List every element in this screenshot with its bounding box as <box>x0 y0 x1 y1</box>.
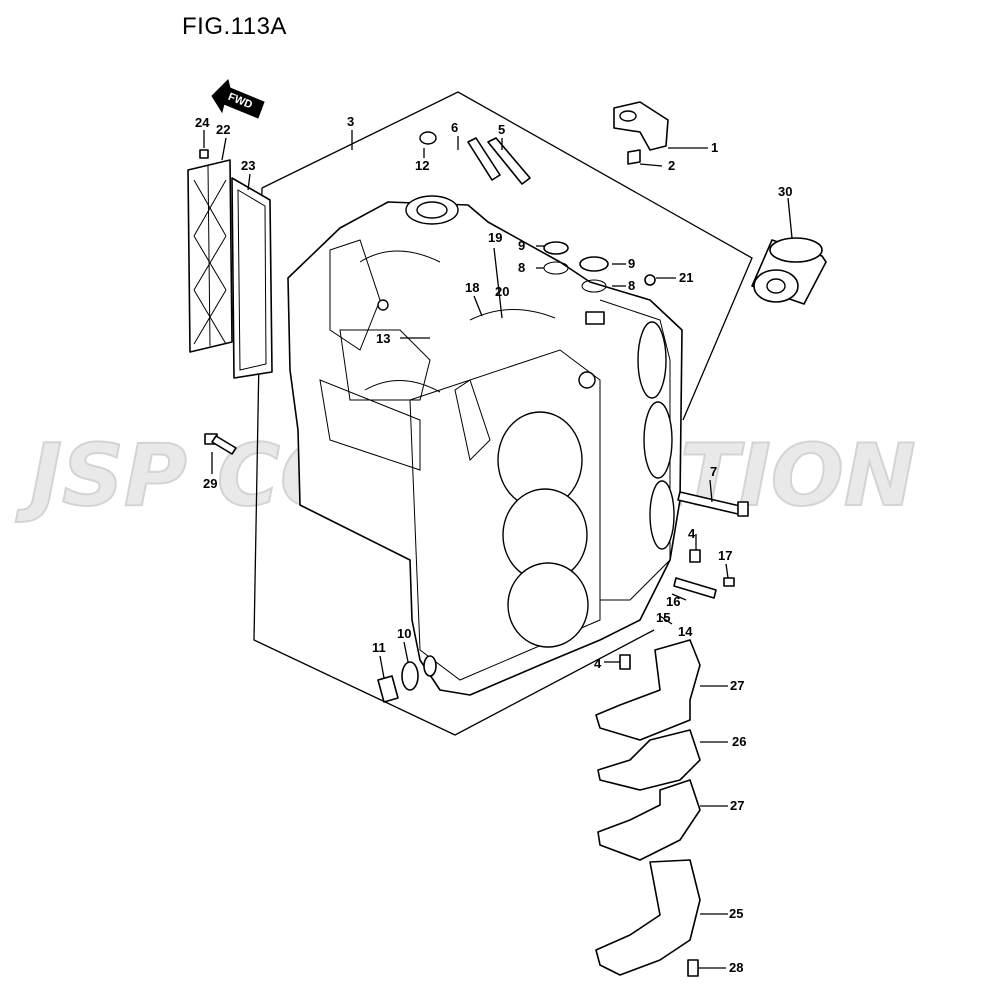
callout-13: 13 <box>376 331 390 346</box>
plug-oring-set <box>543 241 656 325</box>
callout-9-left: 9 <box>518 238 525 253</box>
callout-25: 25 <box>729 906 743 921</box>
callout-12: 12 <box>415 158 429 173</box>
callout-1: 1 <box>711 140 718 155</box>
callout-8-left: 8 <box>518 260 525 275</box>
callout-29: 29 <box>203 476 217 491</box>
callout-22: 22 <box>216 122 230 137</box>
callout-15: 15 <box>656 610 670 625</box>
callout-23: 23 <box>241 158 255 173</box>
callout-30: 30 <box>778 184 792 199</box>
fwd-arrow-icon: FWD <box>211 79 265 119</box>
callout-26: 26 <box>732 734 746 749</box>
exhaust-gasket <box>231 177 273 379</box>
seal-plug <box>377 655 437 703</box>
callout-14: 14 <box>678 624 693 639</box>
stud-bolts <box>419 131 531 185</box>
callout-labels: 1 2 3 4 4 5 6 7 8 8 9 9 10 11 12 13 14 1… <box>195 114 792 975</box>
figure-title: FIG.113A <box>182 13 287 40</box>
callout-17: 17 <box>718 548 732 563</box>
callout-8-right: 8 <box>628 278 635 293</box>
callout-20: 20 <box>495 284 509 299</box>
bolt-29-icon <box>204 433 237 455</box>
exhaust-cover <box>187 159 233 353</box>
leader-lines <box>203 130 793 969</box>
callout-9-right: 9 <box>628 256 635 271</box>
callout-19: 19 <box>488 230 502 245</box>
callout-24: 24 <box>195 115 210 130</box>
lifting-bracket <box>613 101 669 165</box>
callout-11: 11 <box>372 640 386 655</box>
callout-6: 6 <box>451 120 458 135</box>
callout-16: 16 <box>666 594 680 609</box>
assembly-bracket <box>253 91 753 736</box>
callout-27-lower: 27 <box>730 798 744 813</box>
callout-18: 18 <box>465 280 479 295</box>
callout-2: 2 <box>668 158 675 173</box>
callout-27-upper: 27 <box>730 678 744 693</box>
callout-10: 10 <box>397 626 411 641</box>
callout-5: 5 <box>498 122 505 137</box>
gasket-stack <box>595 639 701 977</box>
callout-4-lower: 4 <box>594 656 602 671</box>
oil-filter <box>751 237 827 305</box>
callout-28: 28 <box>729 960 743 975</box>
cylinder-block <box>287 195 683 696</box>
callout-7: 7 <box>710 464 717 479</box>
callout-4-upper: 4 <box>688 526 696 541</box>
callout-21: 21 <box>679 270 693 285</box>
callout-3: 3 <box>347 114 354 129</box>
long-bolt <box>677 491 749 517</box>
bolt-24-icon <box>199 149 209 159</box>
